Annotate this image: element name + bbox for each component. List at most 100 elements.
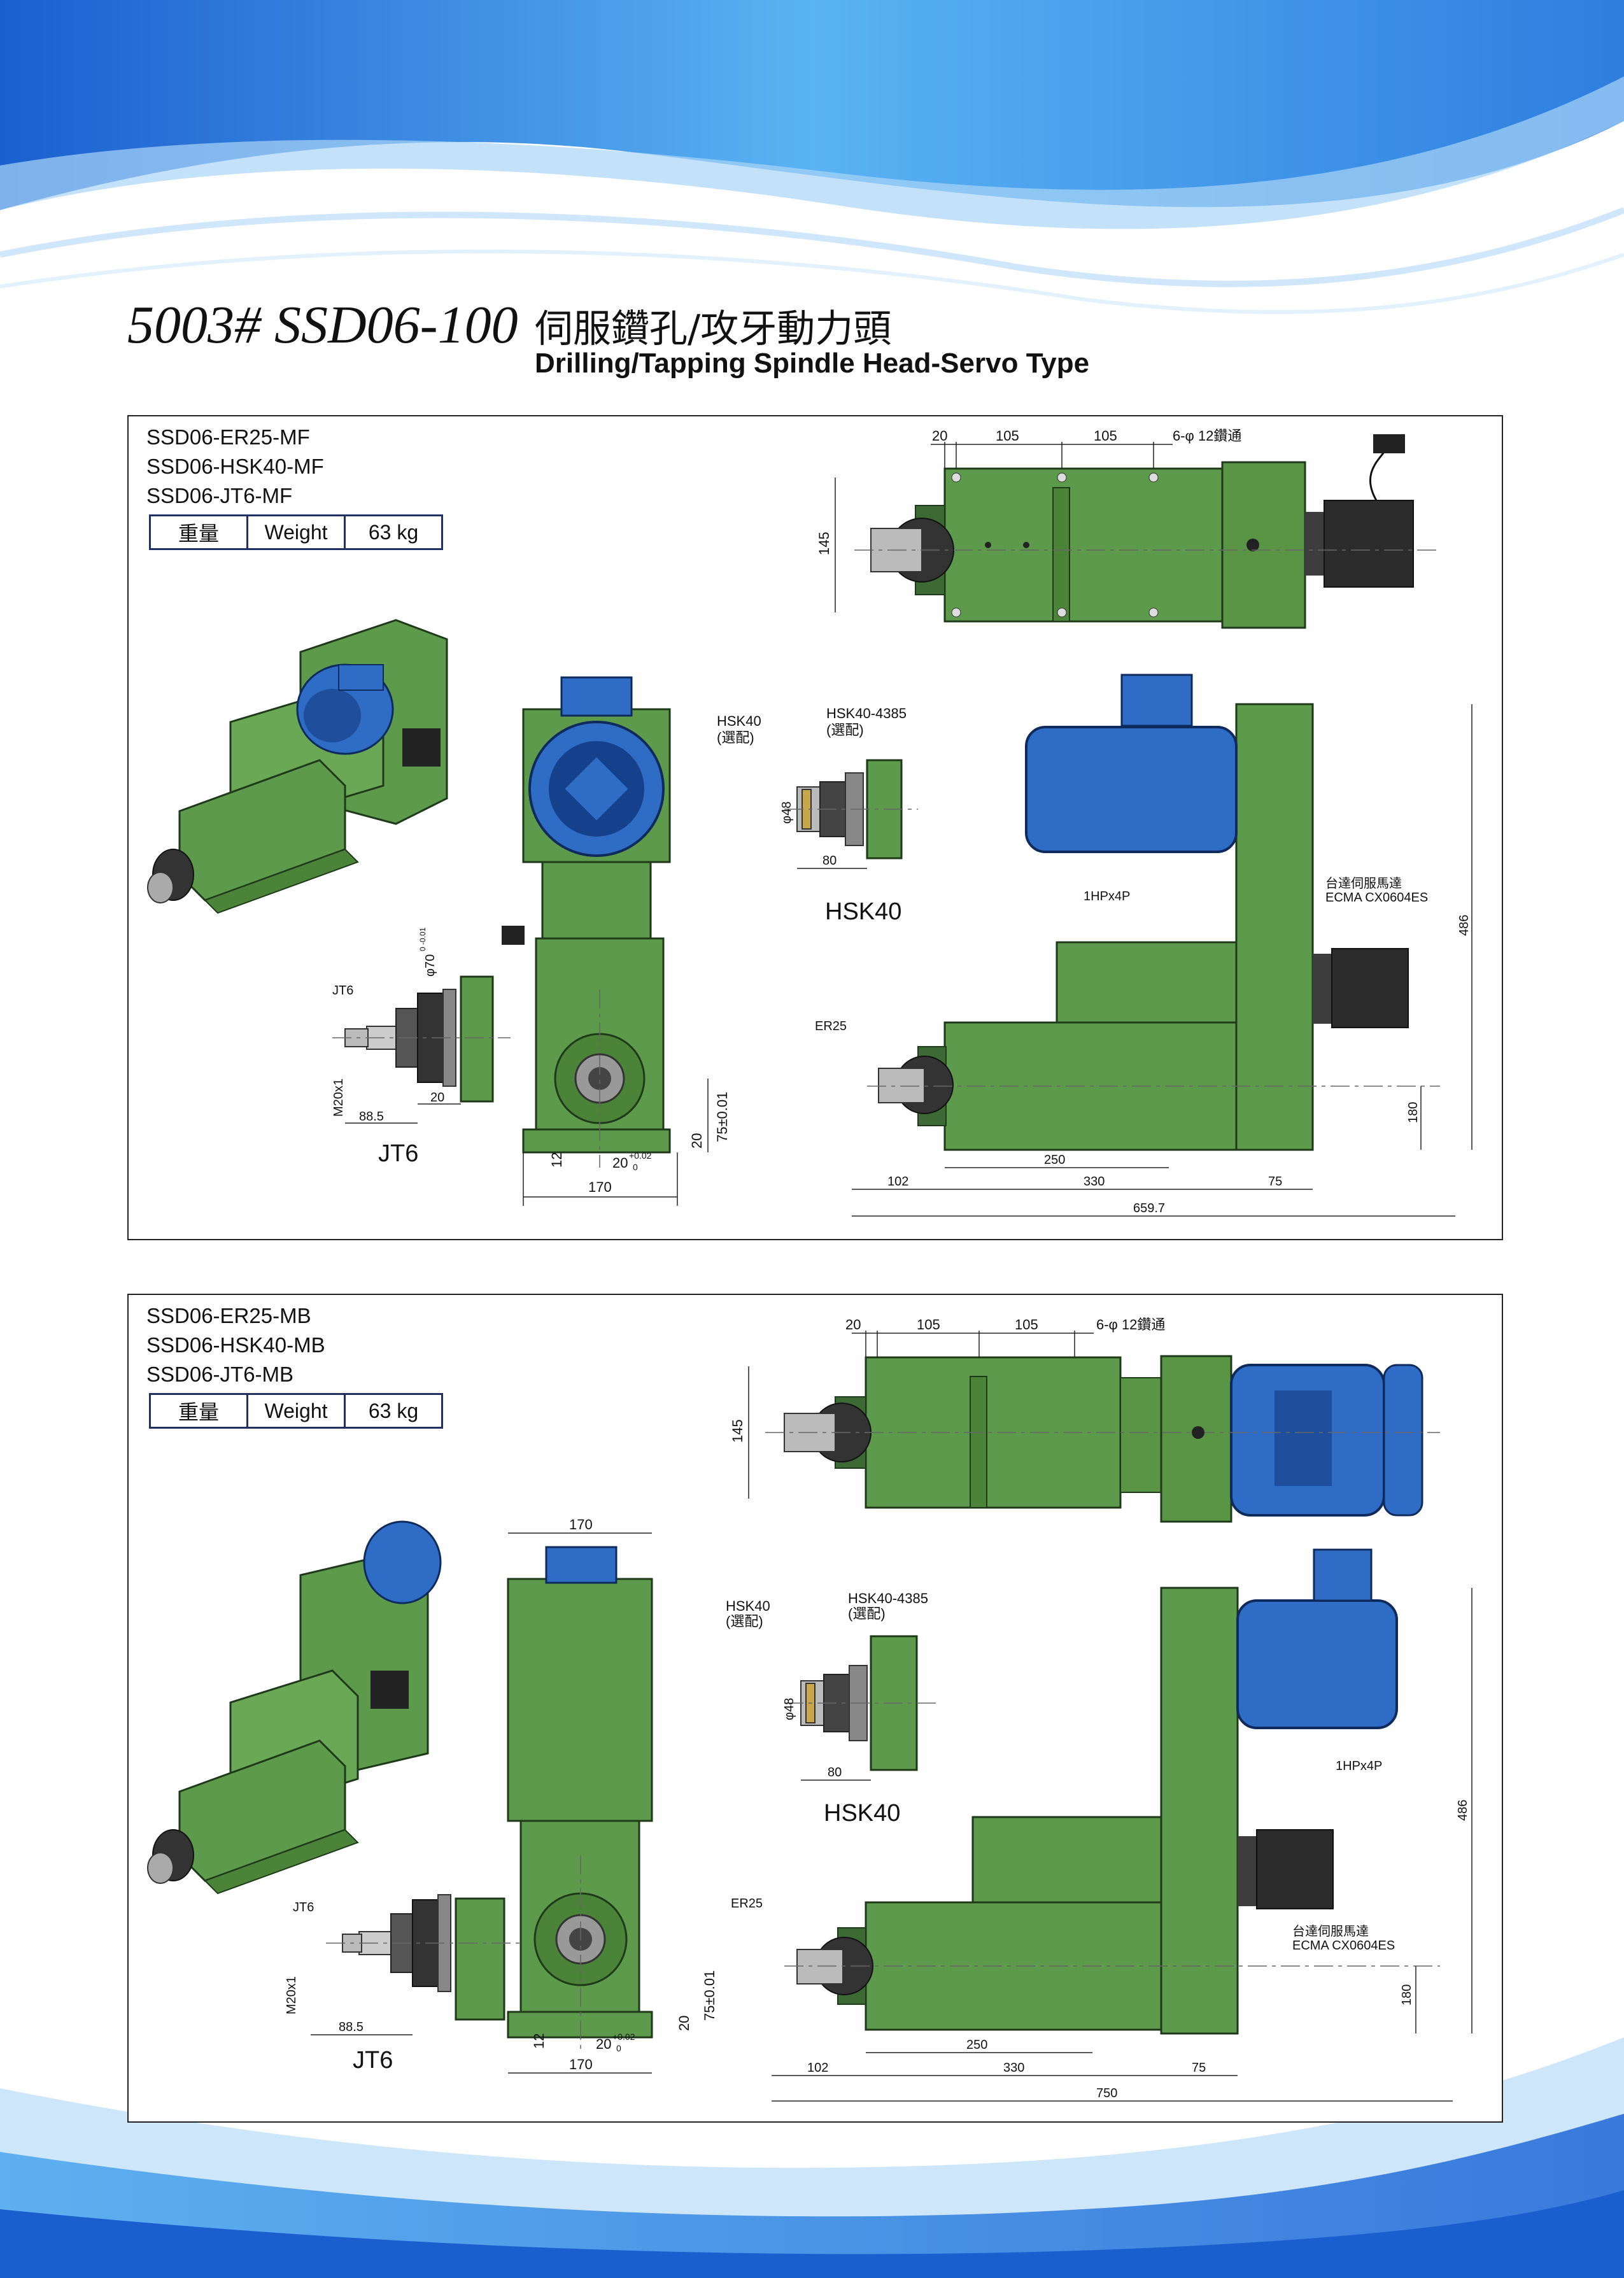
title-english: Drilling/Tapping Spindle Head-Servo Type — [535, 348, 1090, 379]
dim-label: 20 — [596, 2036, 611, 2052]
dim-label: 75 — [1192, 2061, 1206, 2075]
dim-label: ECMA CX0604ES — [1325, 891, 1428, 905]
dim-label: 88.5 — [339, 2020, 364, 2034]
dim-label: 180 — [1400, 1984, 1414, 2006]
side-view: 1HPx4P 台達伺服馬達 ECMA CX0604ES ER25 486 180… — [731, 1548, 1472, 2102]
dim-label: 75±0.01 — [702, 1970, 717, 2021]
technical-drawing: 20 105 105 6-φ 12鑽通 145 — [147, 1317, 1472, 2102]
drawing-panel-mf: SSD06-ER25-MF SSD06-HSK40-MF SSD06-JT6-M… — [127, 415, 1503, 1240]
dim-label: +0.02 — [612, 2032, 635, 2042]
dim-label: 170 — [569, 1517, 593, 1532]
side-view: 1HPx4P 台達伺服馬達 ECMA CX0604ES ER25 486 180… — [815, 674, 1472, 1217]
dim-label: 1HPx4P — [1084, 889, 1130, 903]
dim-label: φ48 — [782, 1698, 796, 1720]
model-item: SSD06-ER25-MF — [146, 425, 310, 449]
dim-label: 75±0.01 — [714, 1092, 730, 1142]
dim-label: 486 — [1457, 915, 1471, 936]
jt6-caption: JT6 — [378, 1140, 418, 1167]
hsk40-detail: HSK40 (選配) HSK40-4385 (選配) φ48 80 HSK40 — [717, 705, 918, 925]
dim-label: 0 -0.01 — [418, 927, 427, 951]
dim-label: +0.02 — [629, 1150, 652, 1161]
dim-label: 1HPx4P — [1336, 1759, 1382, 1773]
hsk40-caption: HSK40 — [825, 898, 901, 925]
dim-label: 80 — [823, 854, 837, 868]
dim-label: 20 — [612, 1155, 628, 1171]
dim-label: 102 — [887, 1175, 908, 1189]
model-item: SSD06-HSK40-MF — [146, 455, 324, 478]
dim-label: 250 — [1044, 1153, 1065, 1167]
weight-table: 重量 Weight 63 kg — [149, 1393, 443, 1429]
dim-label: 250 — [966, 2038, 987, 2052]
iso-view — [147, 619, 448, 914]
dim-label: 105 — [1015, 1317, 1038, 1333]
dim-label: 88.5 — [359, 1110, 384, 1124]
dim-label: JT6 — [332, 984, 353, 998]
model-item: SSD06-HSK40-MB — [146, 1333, 325, 1357]
dim-label: 105 — [996, 428, 1019, 444]
dim-label: 180 — [1406, 1102, 1420, 1123]
dim-label: 20 — [676, 2016, 692, 2031]
dim-label: ECMA CX0604ES — [1292, 1939, 1395, 1953]
dim-label: 486 — [1456, 1800, 1470, 1821]
weight-table: 重量 Weight 63 kg — [149, 514, 443, 550]
dim-label: HSK40-4385 — [848, 1590, 928, 1606]
weight-label-zh: 重量 — [149, 1393, 248, 1429]
top-view: 20 105 105 6-φ 12鑽通 145 — [730, 1317, 1440, 1523]
dim-label: HSK40 — [726, 1598, 770, 1614]
dim-label: M20x1 — [332, 1079, 346, 1117]
weight-value: 63 kg — [344, 1393, 443, 1429]
dim-label: φ70 — [423, 954, 437, 977]
weight-label-en: Weight — [246, 1393, 346, 1429]
dim-label: HSK40 — [717, 713, 761, 729]
dim-label: ER25 — [731, 1897, 763, 1911]
dim-label: (選配) — [726, 1613, 763, 1629]
dim-label: 20 — [932, 428, 947, 444]
dim-label: 105 — [917, 1317, 940, 1333]
dim-label: 145 — [816, 532, 832, 555]
model-item: SSD06-JT6-MB — [146, 1362, 294, 1386]
title-block: 5003# SSD06-100 伺服鑽孔/攻牙動力頭 Drilling/Tapp… — [127, 294, 1528, 390]
dim-label: 20 — [689, 1133, 705, 1149]
model-item: SSD06-JT6-MF — [146, 484, 293, 507]
title-chinese: 伺服鑽孔/攻牙動力頭 — [535, 307, 892, 351]
front-view: 170 20 +0.02 0 12 75±0.01 20 — [502, 676, 730, 1206]
model-list: SSD06-ER25-MB SSD06-HSK40-MB SSD06-JT6-M… — [146, 1301, 325, 1389]
dim-label: 102 — [807, 2061, 828, 2075]
weight-label-zh: 重量 — [149, 514, 248, 550]
dim-label: 6-φ 12鑽通 — [1096, 1317, 1165, 1333]
top-view: 20 105 105 6-φ 12鑽通 145 — [816, 428, 1440, 629]
dim-label: 20 — [845, 1317, 861, 1333]
model-item: SSD06-ER25-MB — [146, 1304, 311, 1327]
dim-label: 20 — [430, 1091, 444, 1105]
dim-label: ER25 — [815, 1019, 847, 1033]
dim-label: 0 — [616, 2043, 621, 2053]
front-view: 170 170 20 +0.02 0 12 75±0.01 20 — [507, 1517, 717, 2074]
jt6-detail: JT6 M20x1 φ70 0 -0.01 20 88.5 JT6 — [332, 927, 511, 1167]
dim-label: φ48 — [780, 802, 794, 824]
dim-label: 659.7 — [1133, 1201, 1165, 1215]
dim-label: 12 — [531, 2034, 547, 2049]
weight-value: 63 kg — [344, 514, 443, 550]
jt6-detail: JT6 M20x1 88.5 JT6 — [285, 1894, 523, 2074]
model-code: 5003# SSD06-100 — [127, 295, 518, 355]
dim-label: (選配) — [826, 722, 864, 738]
dim-label: (選配) — [717, 730, 754, 746]
hsk40-caption: HSK40 — [824, 1800, 900, 1827]
dim-label: 750 — [1096, 2086, 1117, 2100]
dim-label: JT6 — [293, 1900, 314, 1914]
dim-label: 330 — [1003, 2061, 1024, 2075]
dim-label: 台達伺服馬達 — [1292, 1924, 1369, 1939]
dim-label: 80 — [828, 1765, 842, 1779]
dim-label: 0 — [633, 1162, 638, 1172]
dim-label: 170 — [569, 2056, 593, 2072]
dim-label: 330 — [1084, 1175, 1105, 1189]
dim-label: (選配) — [848, 1606, 886, 1622]
drawing-panel-mb: SSD06-ER25-MB SSD06-HSK40-MB SSD06-JT6-M… — [127, 1294, 1503, 2123]
dim-label: 170 — [588, 1179, 612, 1195]
dim-label: 台達伺服馬達 — [1325, 876, 1402, 891]
dim-label: 12 — [549, 1152, 565, 1168]
weight-label-en: Weight — [246, 514, 346, 550]
model-list: SSD06-ER25-MF SSD06-HSK40-MF SSD06-JT6-M… — [146, 423, 324, 511]
dim-label: 105 — [1094, 428, 1117, 444]
